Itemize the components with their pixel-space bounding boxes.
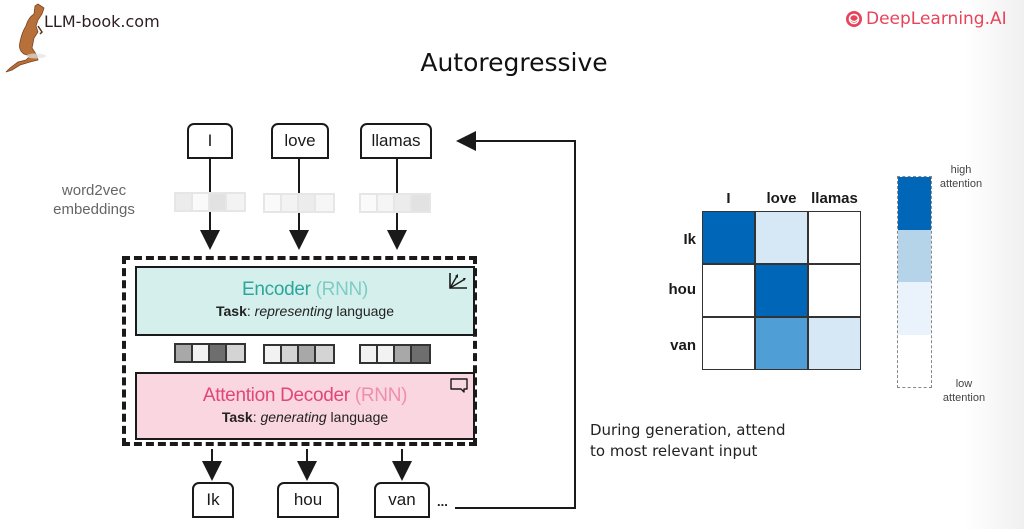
encoder-task-label: Task [216, 303, 247, 319]
heatmap-cell-van-love [755, 317, 808, 370]
legend-high-line2: attention [939, 178, 983, 190]
llm-book-brand: LLM-book.com [44, 12, 160, 31]
input-token-love: love [271, 123, 329, 159]
vector-cell [193, 345, 210, 361]
deeplearning-brand: DeepLearning.AI [845, 9, 1007, 29]
encoder-title: Encoder (RNN) [137, 279, 473, 301]
output-token-ik: Ik [192, 482, 234, 518]
vector-cell [299, 346, 316, 362]
deeplearning-brand-text: DeepLearning.AI [866, 9, 1007, 29]
word2vec-vector [174, 192, 246, 212]
legend-segment [898, 334, 931, 387]
context-vector [263, 344, 335, 364]
legend-segment [898, 282, 931, 335]
vector-axes-icon [449, 273, 467, 289]
output-token-van: van [374, 482, 430, 518]
heatmap-col-label: I [726, 190, 731, 207]
attention-caption: During generation, attend to most releva… [590, 420, 786, 462]
seq2seq-container [122, 256, 477, 446]
word2vec-label: word2vec embeddings [44, 181, 144, 219]
heatmap-cell-van-I [702, 317, 755, 370]
caption-line2: to most relevant input [590, 442, 758, 460]
vector-cell [176, 345, 193, 361]
vector-cell [412, 346, 429, 362]
vector-cell [299, 195, 316, 211]
context-vector [174, 343, 246, 363]
input-token-i: I [187, 123, 233, 159]
caption-line1: During generation, attend [590, 421, 786, 439]
vector-cell [316, 346, 333, 362]
vector-cell [176, 194, 193, 210]
vector-cell [378, 346, 395, 362]
slide-title: Autoregressive [420, 48, 608, 77]
vector-cell [361, 346, 378, 362]
attention-legend-bar [897, 176, 932, 388]
heatmap-cell-hou-love [755, 264, 808, 317]
kangaroo-logo-icon [5, 3, 46, 73]
encoder-task-rest: language [336, 303, 394, 319]
decoder-title: Attention Decoder (RNN) [137, 385, 473, 407]
vector-cell [227, 194, 244, 210]
heatmap-row-label: hou [668, 281, 697, 298]
vector-cell [395, 195, 412, 211]
word2vec-label-line1: word2vec [61, 182, 127, 199]
encoder-task: Task: representing language [216, 303, 394, 319]
vector-cell [361, 195, 378, 211]
speech-bubble-icon [450, 378, 468, 393]
vector-cell [395, 346, 412, 362]
decoder-name: Attention Decoder [202, 385, 350, 406]
output-token-hou: hou [277, 482, 339, 518]
heatmap-cell-Ik-I [702, 211, 755, 264]
right-edge-shadow [964, 0, 1024, 529]
word2vec-vector [263, 193, 335, 213]
decoder-suffix: (RNN) [354, 385, 408, 406]
vector-cell [282, 346, 299, 362]
encoder-suffix: (RNN) [315, 279, 369, 300]
vector-cell [378, 195, 395, 211]
heatmap-cell-van-llamas [808, 317, 861, 370]
vector-cell [282, 195, 299, 211]
vector-cell [265, 195, 282, 211]
heatmap-cell-hou-llamas [808, 264, 861, 317]
legend-segment [898, 177, 931, 230]
vector-cell [316, 195, 333, 211]
decoder-task-label: Task [221, 409, 253, 425]
word2vec-label-line2: embeddings [53, 201, 135, 218]
heatmap-row-label: van [670, 337, 696, 354]
encoder-task-verb: representing [254, 303, 333, 319]
vector-cell [193, 194, 210, 210]
legend-high-line1: high [950, 164, 972, 176]
decoder-block: Attention Decoder (RNN) Task: generating… [135, 372, 475, 440]
legend-low-line2: attention [942, 392, 986, 404]
legend-high-label: high attention [930, 163, 992, 191]
vector-cell [210, 194, 227, 210]
legend-low-line1: low [955, 378, 973, 390]
feedback-loop-arrow [455, 131, 576, 509]
decoder-task-verb: generating [260, 409, 327, 425]
heatmap-cell-hou-I [702, 264, 755, 317]
heatmap-cell-Ik-llamas [808, 211, 861, 264]
heatmap-cell-Ik-love [755, 211, 808, 264]
legend-low-label: low attention [930, 377, 998, 405]
heatmap-col-label: llamas [811, 190, 858, 207]
decoder-task-rest: language [330, 409, 389, 425]
deeplearning-logo-icon [846, 11, 862, 27]
heatmap-col-label: love [766, 190, 797, 207]
context-vector [359, 344, 431, 364]
vector-cell [227, 345, 244, 361]
legend-segment [898, 229, 931, 282]
input-token-llamas: llamas [360, 123, 432, 159]
encoder-name: Encoder [242, 279, 311, 300]
output-ellipsis: ... [437, 494, 448, 509]
heatmap-row-label: Ik [683, 231, 696, 248]
vector-cell [210, 345, 227, 361]
encoder-block: Encoder (RNN) Task: representing languag… [135, 266, 475, 336]
vector-cell [265, 346, 282, 362]
vector-cell [412, 195, 429, 211]
decoder-task: Task: generating language [221, 409, 389, 425]
word2vec-vector [359, 193, 431, 213]
